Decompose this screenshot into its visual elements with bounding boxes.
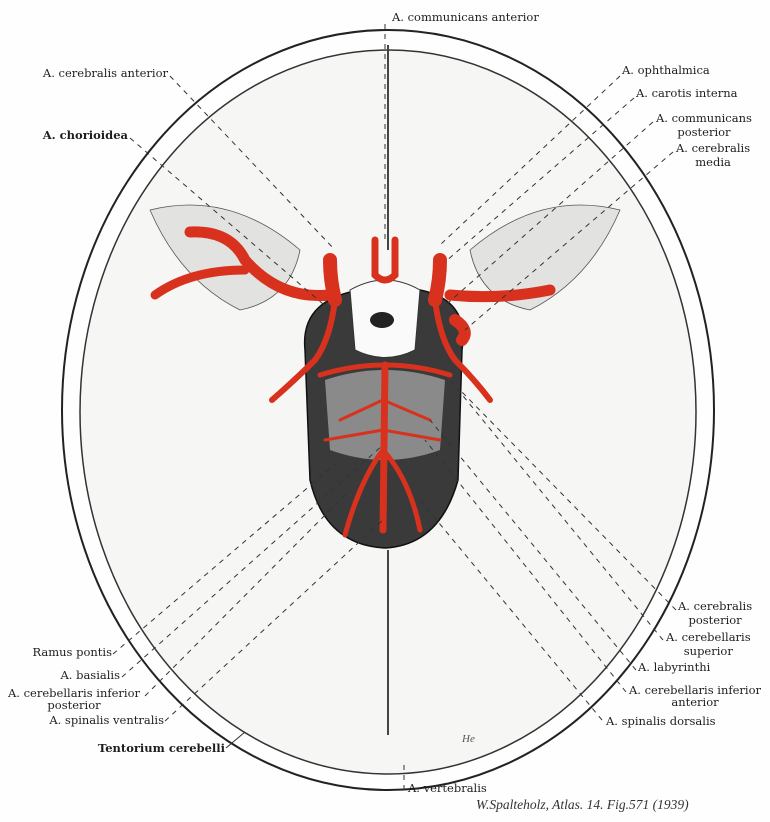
- label-line: media: [695, 155, 731, 169]
- label-line: A. cerebellaris inferior: [8, 686, 141, 700]
- label-vertebralis: A. vertebralis: [408, 781, 487, 795]
- label-line: posterior: [688, 613, 742, 627]
- figure-caption: W.Spalteholz, Atlas. 14. Fig.571 (1939): [476, 797, 689, 812]
- label-line: A. communicans: [656, 111, 752, 125]
- label-labyrinthi: A. labyrinthi: [638, 660, 711, 674]
- label-communicans-anterior: A. communicans anterior: [392, 10, 539, 24]
- artist-signature: He: [461, 733, 475, 745]
- label-tentorium-cerebelli: Tentorium cerebelli: [97, 741, 225, 755]
- leader-lines: [112, 24, 677, 790]
- label-ramus-pontis: Ramus pontis: [32, 645, 112, 659]
- label-carotis-interna: A. carotis interna: [636, 86, 738, 100]
- label-basialis: A. basialis: [60, 668, 120, 682]
- label-ophthalmica: A. ophthalmica: [622, 63, 710, 77]
- label-cerebralis-anterior: A. cerebralis anterior: [42, 66, 168, 80]
- label-line: posterior: [47, 698, 101, 712]
- label-spinalis-ventralis: A. spinalis ventralis: [49, 713, 164, 727]
- label-line: A. cerebralis: [676, 141, 751, 155]
- label-line: anterior: [671, 695, 719, 709]
- label-line: superior: [683, 644, 733, 658]
- label-line: A. cerebralis: [678, 599, 753, 613]
- label-line: posterior: [677, 125, 731, 139]
- label-line: A. cerebellaris inferior: [629, 683, 762, 697]
- arterial-circle: [150, 226, 556, 538]
- right-temporal-lobe: [469, 204, 621, 311]
- infundibulum: [370, 312, 394, 328]
- label-spinalis-dorsalis: A. spinalis dorsalis: [606, 714, 716, 728]
- skull-outer-outline: [61, 29, 715, 791]
- label-chorioidea: A. chorioidea: [42, 128, 128, 142]
- label-line: A. cerebellaris: [666, 630, 751, 644]
- tentorium-leader: [225, 731, 246, 749]
